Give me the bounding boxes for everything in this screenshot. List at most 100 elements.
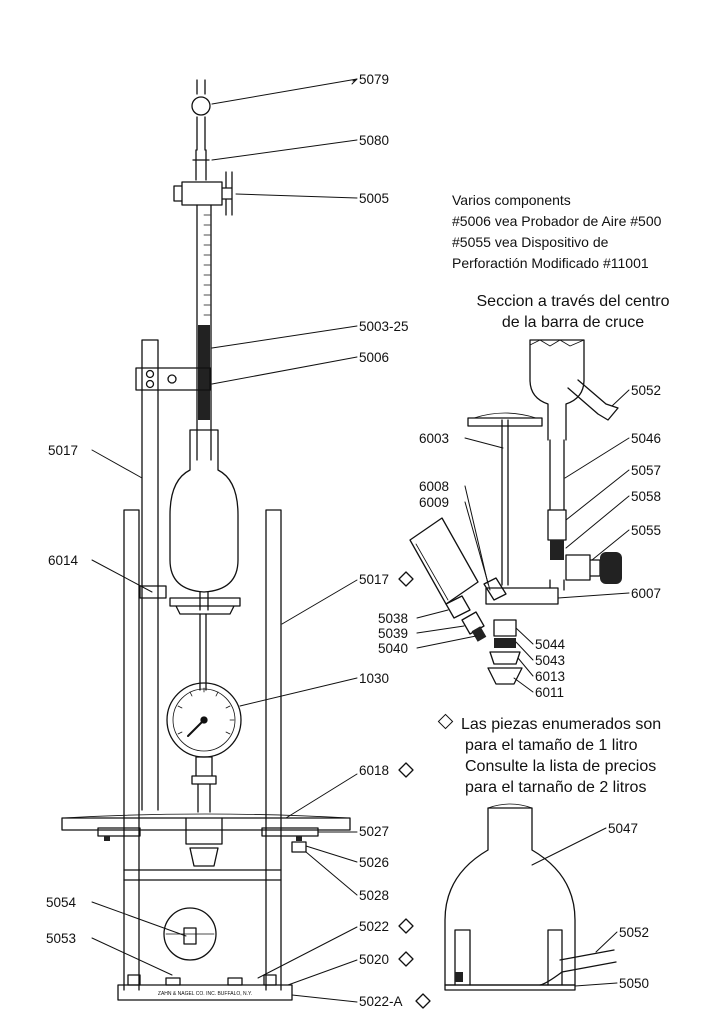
stand-post-right [265,509,282,991]
label-5046: 5046 [631,431,661,446]
part-5020-feet [127,974,277,986]
label-5055: 5055 [631,523,661,538]
top-platform [61,817,351,831]
label-5052: 5052 [631,383,661,398]
part-5080-stem [192,149,210,181]
size-legend: Las piezas enumerados son para el tamaño… [437,713,716,798]
part-6003-rod [501,419,509,586]
label-6013: 6013 [535,669,565,684]
legend-line-2: para el tamaño de 1 litro [465,737,638,754]
part-5027-knob-right [261,827,319,837]
label-6018: 6018 [359,763,389,778]
part-5047-bottle [444,807,576,986]
burette-clamp [135,367,211,391]
section-title-line-2: de la barra de cruce [501,314,645,331]
label-5047: 5047 [608,821,638,836]
main-apparatus: ZAHN & NAGEL CO. INC. BUFFALO, N.Y. [61,79,351,1001]
legend-line-3: Consulte la lista de precios [465,758,657,775]
diamond-marker-5017 [398,571,414,587]
note-line-2: #5006 vea Probador de Aire #500 [452,213,662,229]
part-5053-window [163,907,217,961]
bottle-view [444,803,617,991]
lower-frame [123,869,282,881]
part-6018-connector [191,756,217,813]
part-5046-stem [549,439,565,511]
diamond-marker-5022-a [415,993,431,1009]
part-5017-upright-left [141,339,159,811]
disc-plate [169,597,241,615]
label-5038: 5038 [378,611,408,626]
part-5079-hook [191,79,211,151]
label-6003: 6003 [419,431,449,446]
part-5038 [445,595,471,619]
part-5006-bulb [169,429,239,593]
label-5022: 5022 [359,919,389,934]
label-5040: 5040 [378,641,408,656]
label-6007: 6007 [631,586,661,601]
label-5080: 5080 [359,133,389,148]
part-5005-stopcock [173,171,233,216]
label-5054: 5054 [46,895,77,910]
burette-graduations [203,214,211,316]
label-5050: 5050 [619,976,649,991]
diamond-marker-5020 [398,951,414,967]
leader-lines [91,78,630,1003]
part-6009-fitting [483,577,507,601]
label-5020: 5020 [359,952,389,967]
label-5017: 5017 [48,443,78,458]
label-6009: 6009 [419,495,449,510]
label-1030: 1030 [359,671,389,686]
label-5006: 5006 [359,350,389,365]
part-6011 [487,667,523,685]
label-6008: 6008 [419,479,449,494]
part-labels: 5079 5080 5005 5003-25 5006 5017 6014 50… [46,72,661,1009]
note-line-3: #5055 vea Dispositivo de [452,234,609,250]
part-6013 [489,651,521,665]
diamond-marker-6018 [398,762,414,778]
label-5026: 5026 [359,855,389,870]
part-5054-screw [183,927,197,945]
diamond-icon [437,713,454,730]
note-line-1: Varios components [452,192,571,208]
label-5022-a: 5022-A [359,994,403,1009]
label-5058: 5058 [631,489,661,504]
legend-line-4: para el tarnaño de 2 litros [465,779,647,796]
label-5039: 5039 [378,626,408,641]
section-title-line-1: Seccion a través del centro [476,293,670,310]
section-vessel [529,339,585,441]
section-title: Seccion a través del centro de la barra … [430,291,716,333]
label-5043: 5043 [535,653,565,668]
label-5053: 5053 [46,931,76,946]
part-5027-knob-left [97,827,141,837]
label-5003-25: 5003-25 [359,319,409,334]
part-6008-gauge [409,517,479,605]
base-plate-text: ZAHN & NAGEL CO. INC. BUFFALO, N.Y. [158,991,252,997]
stand-post-left [123,509,140,991]
bottle-inner-right [547,929,563,986]
burette-tube [196,204,212,461]
diamond-marker-5022 [398,918,414,934]
size-markers [398,571,431,1009]
label-5079: 5079 [359,72,389,87]
part-5055-valve [565,554,601,581]
label-5005: 5005 [359,191,389,206]
label-6011: 6011 [535,685,564,700]
section-view [409,339,622,685]
part-6007-crossbar [485,587,559,605]
part-5052-side-tube [539,949,617,986]
label-5017-right: 5017 [359,572,389,587]
part-5044 [493,619,517,637]
part-5003-25-scale [198,325,210,420]
note-line-4: Perforactión Modificado #11001 [452,255,649,271]
part-5057-fitting [547,509,567,541]
part-5052-tube [567,379,619,421]
label-5028: 5028 [359,888,389,903]
label-5044: 5044 [535,637,566,652]
part-5039 [461,611,485,635]
label-6014: 6014 [48,553,79,568]
part-5026 [291,841,307,853]
components-note: Varios components #5006 vea Probador de … [452,190,714,274]
label-5057: 5057 [631,463,661,478]
label-5027: 5027 [359,824,389,839]
